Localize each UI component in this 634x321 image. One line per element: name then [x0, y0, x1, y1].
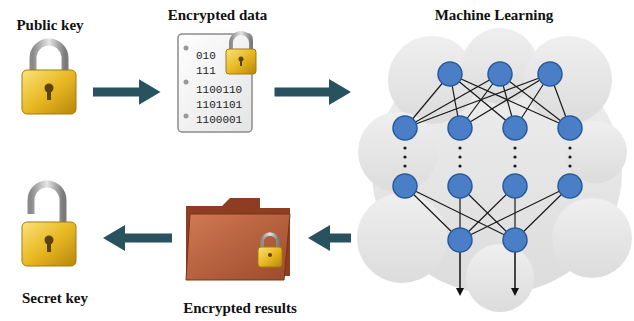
output-arrow — [459, 252, 461, 292]
ellipsis-dot — [458, 164, 461, 167]
neuron — [393, 116, 417, 140]
padlock-node: Public key — [10, 16, 90, 116]
node-heading: Secret key — [22, 289, 88, 307]
neuron — [448, 116, 472, 140]
ellipsis-dot — [403, 155, 406, 158]
binary-digits: 1101101 — [196, 99, 242, 112]
flow-arrow — [328, 234, 351, 243]
cloud-node: Machine Learning — [354, 6, 634, 306]
ellipsis-dot — [458, 155, 461, 158]
ellipsis-dot — [458, 146, 461, 149]
ellipsis-dot — [568, 146, 571, 149]
folder-icon — [186, 198, 290, 280]
node-heading: Encrypted results — [183, 299, 296, 317]
node-heading: Machine Learning — [435, 6, 554, 24]
neuron — [448, 228, 472, 252]
padlock-node: Secret key — [10, 190, 100, 307]
ellipsis-dot — [513, 164, 516, 167]
document-icon — [178, 33, 256, 132]
neuron — [558, 116, 582, 140]
neuron — [488, 62, 512, 86]
node-heading: Encrypted data — [168, 6, 268, 24]
cloud-shape — [357, 28, 632, 312]
neuron — [438, 62, 462, 86]
neuron — [503, 174, 527, 198]
neuron — [558, 174, 582, 198]
binary-digits: 010 — [196, 50, 216, 63]
network-link — [405, 74, 550, 128]
ellipsis-dot — [403, 164, 406, 167]
neuron — [393, 174, 417, 198]
open-padlock — [22, 184, 76, 266]
flow-arrow — [93, 88, 141, 97]
output-arrow — [514, 252, 516, 292]
neuron — [503, 228, 527, 252]
binary-digits: 1100110 — [196, 84, 242, 97]
neuron — [538, 62, 562, 86]
closed-padlock — [22, 42, 76, 114]
flow-arrow — [123, 234, 172, 243]
neuron — [503, 116, 527, 140]
flow-arrow — [275, 88, 332, 97]
folder-node: Encrypted results — [175, 190, 305, 317]
ellipsis-dot — [513, 146, 516, 149]
ellipsis-dot — [568, 155, 571, 158]
neuron — [448, 174, 472, 198]
ellipsis-dot — [568, 164, 571, 167]
ellipsis-dot — [513, 155, 516, 158]
binary-digits: 1100001 — [196, 114, 242, 127]
ellipsis-dot — [403, 146, 406, 149]
binary-digits: 111 — [196, 65, 216, 78]
node-heading: Public key — [16, 16, 83, 34]
neural-network — [393, 62, 582, 292]
